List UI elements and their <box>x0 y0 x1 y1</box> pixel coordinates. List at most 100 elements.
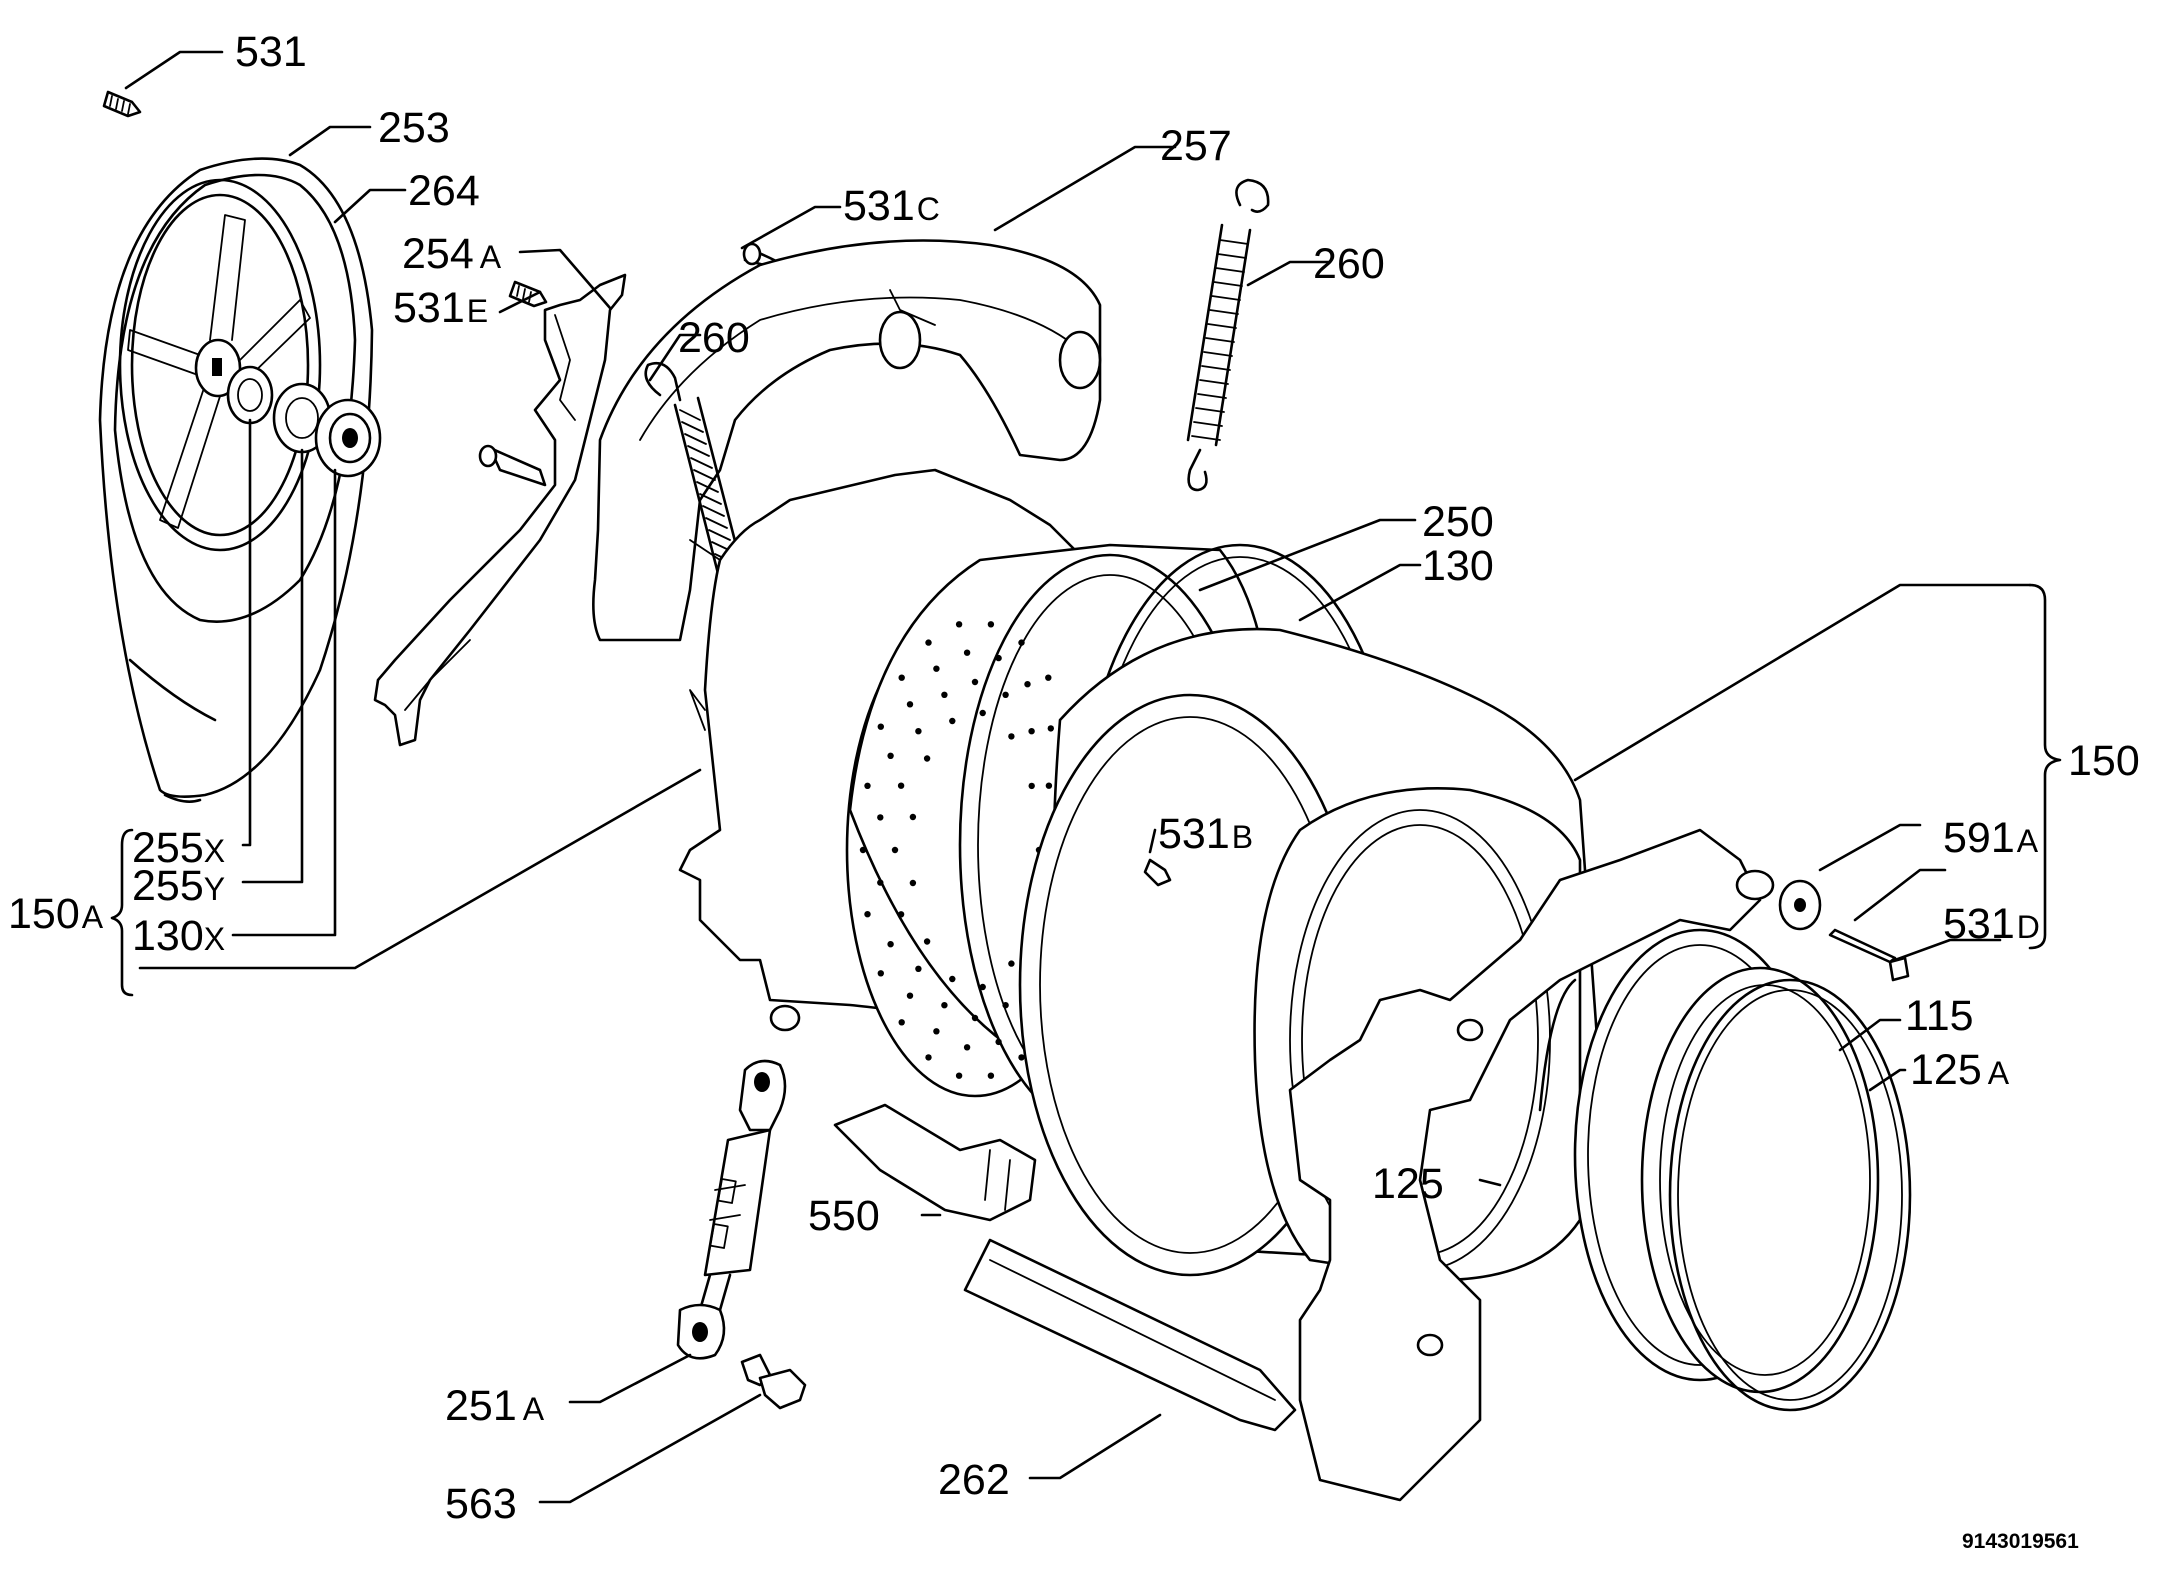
svg-text:250: 250 <box>1422 498 1494 546</box>
perforation-hole <box>979 983 986 991</box>
label-531: 531 <box>235 28 307 76</box>
label-262: 262 <box>938 1456 1010 1504</box>
perforation-hole <box>933 665 940 672</box>
svg-text:115: 115 <box>1905 992 1974 1040</box>
perforation-hole <box>1028 728 1035 735</box>
perforation-hole <box>1002 1002 1009 1009</box>
bearing-130x <box>314 398 382 478</box>
perforation-hole <box>891 846 899 854</box>
perforation-hole <box>923 938 931 945</box>
label-150a: 150 <box>8 890 80 938</box>
label-531c: 531 <box>843 182 915 230</box>
label-125a: 125 <box>1910 1046 1982 1094</box>
perforation-hole <box>898 1019 905 1026</box>
perforation-hole <box>955 621 963 628</box>
perforation-hole <box>923 755 931 762</box>
clamp-ring-125a <box>1668 978 1912 1412</box>
counterweight-front <box>1288 828 1775 1502</box>
label-531b: 531 <box>1158 810 1230 858</box>
label-254a: 254 <box>402 230 474 278</box>
perforation-hole <box>963 1044 971 1051</box>
screw-531e <box>508 280 548 308</box>
label-531e-suffix: E <box>467 293 488 329</box>
perforation-hole <box>987 1072 995 1079</box>
perforation-hole <box>995 1038 1002 1046</box>
perforation-hole <box>987 621 995 628</box>
screw-531 <box>102 90 142 118</box>
label-531b-suffix: B <box>1232 819 1253 855</box>
svg-text:260: 260 <box>678 314 750 362</box>
perforation-hole <box>925 1054 932 1061</box>
label-125a-suffix: A <box>1988 1055 2010 1091</box>
label-531d: 531 <box>1943 900 2015 948</box>
perforation-hole <box>897 911 905 918</box>
svg-text:150: 150 <box>2068 737 2140 785</box>
label-550: 550 <box>808 1192 880 1240</box>
perforation-hole <box>941 691 948 698</box>
perforation-hole <box>949 975 956 983</box>
label-250: 250 <box>1422 498 1494 546</box>
svg-text:591A: 591A <box>1943 814 2039 862</box>
label-255y-suffix: Y <box>204 871 225 907</box>
label-260-right: 260 <box>1313 240 1385 288</box>
door-seal-115 <box>1573 928 1880 1394</box>
bolt-531d <box>1828 928 1910 982</box>
perforation-hole <box>1045 782 1053 789</box>
perforation-hole <box>877 723 884 730</box>
perforation-hole <box>909 813 917 821</box>
label-257: 257 <box>1160 122 1232 170</box>
label-264: 264 <box>408 167 480 215</box>
svg-text:531D: 531D <box>1943 900 2040 948</box>
perforation-hole <box>1028 782 1035 790</box>
counterweight-257 <box>592 239 1102 642</box>
perforation-hole <box>933 1028 940 1035</box>
spring-260-right <box>1186 178 1270 492</box>
svg-text:260: 260 <box>1313 240 1385 288</box>
label-130x-suffix: X <box>204 921 225 957</box>
label-260-left: 260 <box>678 314 750 362</box>
lifter-262 <box>963 1238 1297 1432</box>
label-115: 115 <box>1905 992 1974 1040</box>
label-563: 563 <box>445 1480 517 1528</box>
label-125: 125 <box>1372 1160 1444 1208</box>
label-251a: 251 <box>445 1382 517 1430</box>
label-591a-suffix: A <box>2017 823 2039 859</box>
svg-text:531: 531 <box>235 28 307 76</box>
bearing-255x <box>226 365 274 425</box>
label-255y: 255 <box>132 862 204 910</box>
svg-text:531E: 531E <box>393 284 488 332</box>
perforation-hole <box>864 782 871 789</box>
svg-text:255X: 255X <box>132 824 225 872</box>
perforation-hole <box>979 709 986 717</box>
perforation-hole <box>877 879 884 886</box>
svg-text:262: 262 <box>938 1456 1010 1504</box>
drawing-code: 9143019561 <box>1962 1530 2079 1553</box>
perforation-hole <box>877 970 884 977</box>
svg-text:130: 130 <box>1422 542 1494 590</box>
label-531c-suffix: C <box>917 191 940 227</box>
svg-text:253: 253 <box>378 104 450 152</box>
perforation-hole <box>1018 1054 1025 1061</box>
bracket-254a <box>373 273 627 747</box>
perforation-hole <box>955 1072 963 1079</box>
label-150a-suffix: A <box>82 899 104 935</box>
svg-text:150A: 150A <box>8 890 104 938</box>
svg-text:130X: 130X <box>132 912 225 960</box>
svg-text:9143019561: 9143019561 <box>1962 1530 2079 1553</box>
perforation-hole <box>897 782 905 789</box>
perforation-hole <box>1008 733 1015 740</box>
perforation-hole <box>898 674 905 681</box>
svg-text:255Y: 255Y <box>132 862 225 910</box>
perforation-hole <box>915 965 922 972</box>
label-531e: 531 <box>393 284 465 332</box>
perforation-hole <box>915 728 922 735</box>
shock-absorber-251a <box>676 1059 787 1360</box>
perforation-hole <box>887 941 894 948</box>
perforation-hole <box>909 879 917 887</box>
svg-text:563: 563 <box>445 1480 517 1528</box>
perforation-hole <box>1008 960 1015 967</box>
